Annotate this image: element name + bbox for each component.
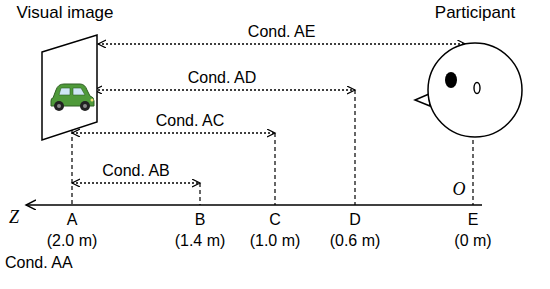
participant-node: Participant — [427, 42, 523, 138]
distance-value: (1.0 m) — [250, 232, 301, 250]
condition-label: Cond. AD — [188, 69, 256, 87]
dashed-drop — [274, 133, 275, 205]
condition-label: Cond. AE — [248, 23, 316, 41]
image-panel — [40, 34, 98, 142]
distance-arrow — [72, 132, 275, 133]
condition-label: Cond. AC — [156, 112, 224, 130]
distance-arrow — [94, 89, 355, 90]
dashed-drop — [199, 183, 200, 205]
position-letter: C — [269, 211, 281, 229]
distance-value: (2.0 m) — [47, 232, 98, 250]
position-letter: A — [67, 211, 78, 229]
distance-value: (1.4 m) — [175, 232, 226, 250]
dashed-drop — [472, 140, 473, 205]
distance-value: (0 m) — [454, 232, 491, 250]
condition-label: Cond. AA — [5, 254, 73, 272]
node-heading: Participant — [435, 3, 515, 23]
visual-image-panel: Visual image — [40, 34, 98, 142]
participant-head — [427, 42, 523, 138]
dashed-drop — [354, 90, 355, 205]
position-letter: D — [349, 211, 361, 229]
distance-arrow — [98, 43, 465, 44]
distance-arrow — [72, 182, 200, 183]
position-letter: B — [195, 211, 206, 229]
position-letter: E — [468, 211, 479, 229]
distance-value: (0.6 m) — [330, 232, 381, 250]
node-heading: Visual image — [16, 3, 113, 23]
condition-label: Cond. AB — [102, 162, 170, 180]
car-icon — [51, 84, 94, 111]
z-axis — [26, 204, 482, 206]
axis-name: Z — [9, 208, 19, 226]
origin-label: O — [453, 180, 466, 198]
